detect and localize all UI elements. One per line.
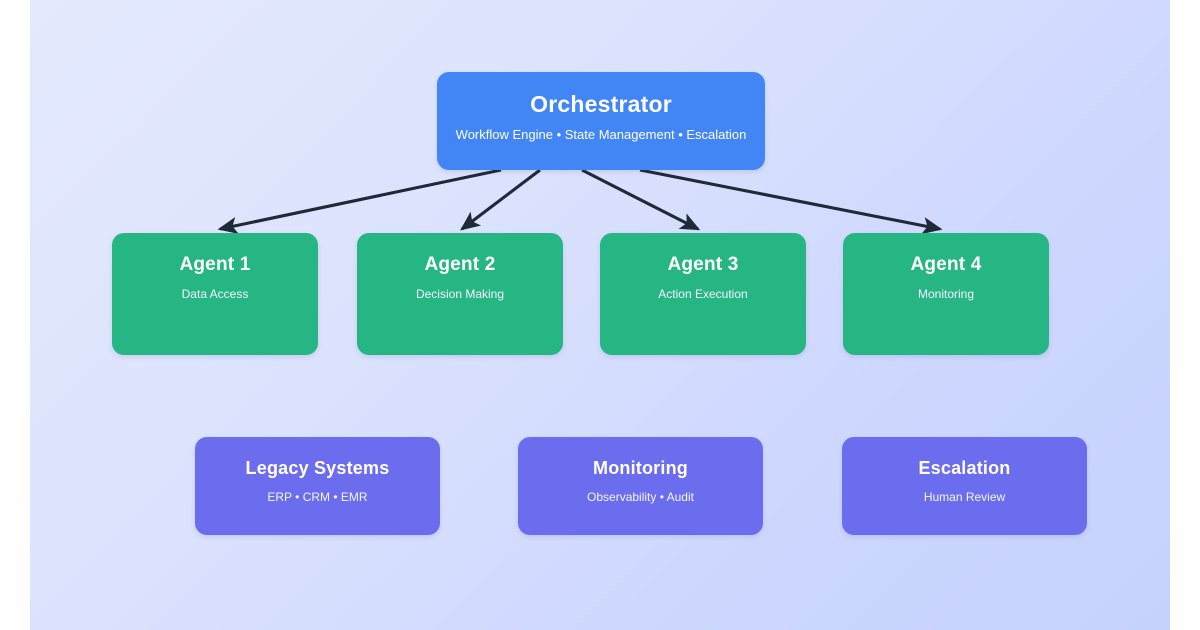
edge-orchestrator-to-agent-2 <box>460 168 541 231</box>
orchestrator-subtitle: Workflow Engine • State Management • Esc… <box>455 127 747 143</box>
diagram-stage: Orchestrator Workflow Engine • State Man… <box>30 0 1170 630</box>
edge-orchestrator-to-agent-1 <box>217 168 502 234</box>
agent-2-subtitle: Decision Making <box>415 286 505 301</box>
node-legacy-systems[interactable]: Legacy Systems ERP • CRM • EMR <box>195 437 440 535</box>
node-agent-3[interactable]: Agent 3 Action Execution <box>600 233 806 355</box>
agent-3-title: Agent 3 <box>667 254 739 275</box>
edge-orchestrator-to-agent-3 <box>581 168 701 231</box>
agent-3-subtitle: Action Execution <box>658 286 748 301</box>
node-escalation[interactable]: Escalation Human Review <box>842 437 1087 535</box>
node-agent-2[interactable]: Agent 2 Decision Making <box>357 233 563 355</box>
agent-4-title: Agent 4 <box>910 254 982 275</box>
node-orchestrator[interactable]: Orchestrator Workflow Engine • State Man… <box>437 72 765 170</box>
agent-1-title: Agent 1 <box>179 254 251 275</box>
agent-2-title: Agent 2 <box>424 254 496 275</box>
legacy-systems-title: Legacy Systems <box>245 458 390 478</box>
agent-1-subtitle: Data Access <box>181 286 249 301</box>
legacy-systems-subtitle: ERP • CRM • EMR <box>267 489 368 504</box>
edge-orchestrator-to-agent-4 <box>639 168 943 235</box>
node-monitoring[interactable]: Monitoring Observability • Audit <box>518 437 763 535</box>
orchestrator-title: Orchestrator <box>530 91 672 117</box>
node-agent-1[interactable]: Agent 1 Data Access <box>112 233 318 355</box>
agent-4-subtitle: Monitoring <box>917 286 975 301</box>
escalation-subtitle: Human Review <box>923 489 1006 504</box>
escalation-title: Escalation <box>918 458 1011 478</box>
monitoring-subtitle: Observability • Audit <box>587 489 694 504</box>
monitoring-title: Monitoring <box>593 458 688 478</box>
node-agent-4[interactable]: Agent 4 Monitoring <box>843 233 1049 355</box>
